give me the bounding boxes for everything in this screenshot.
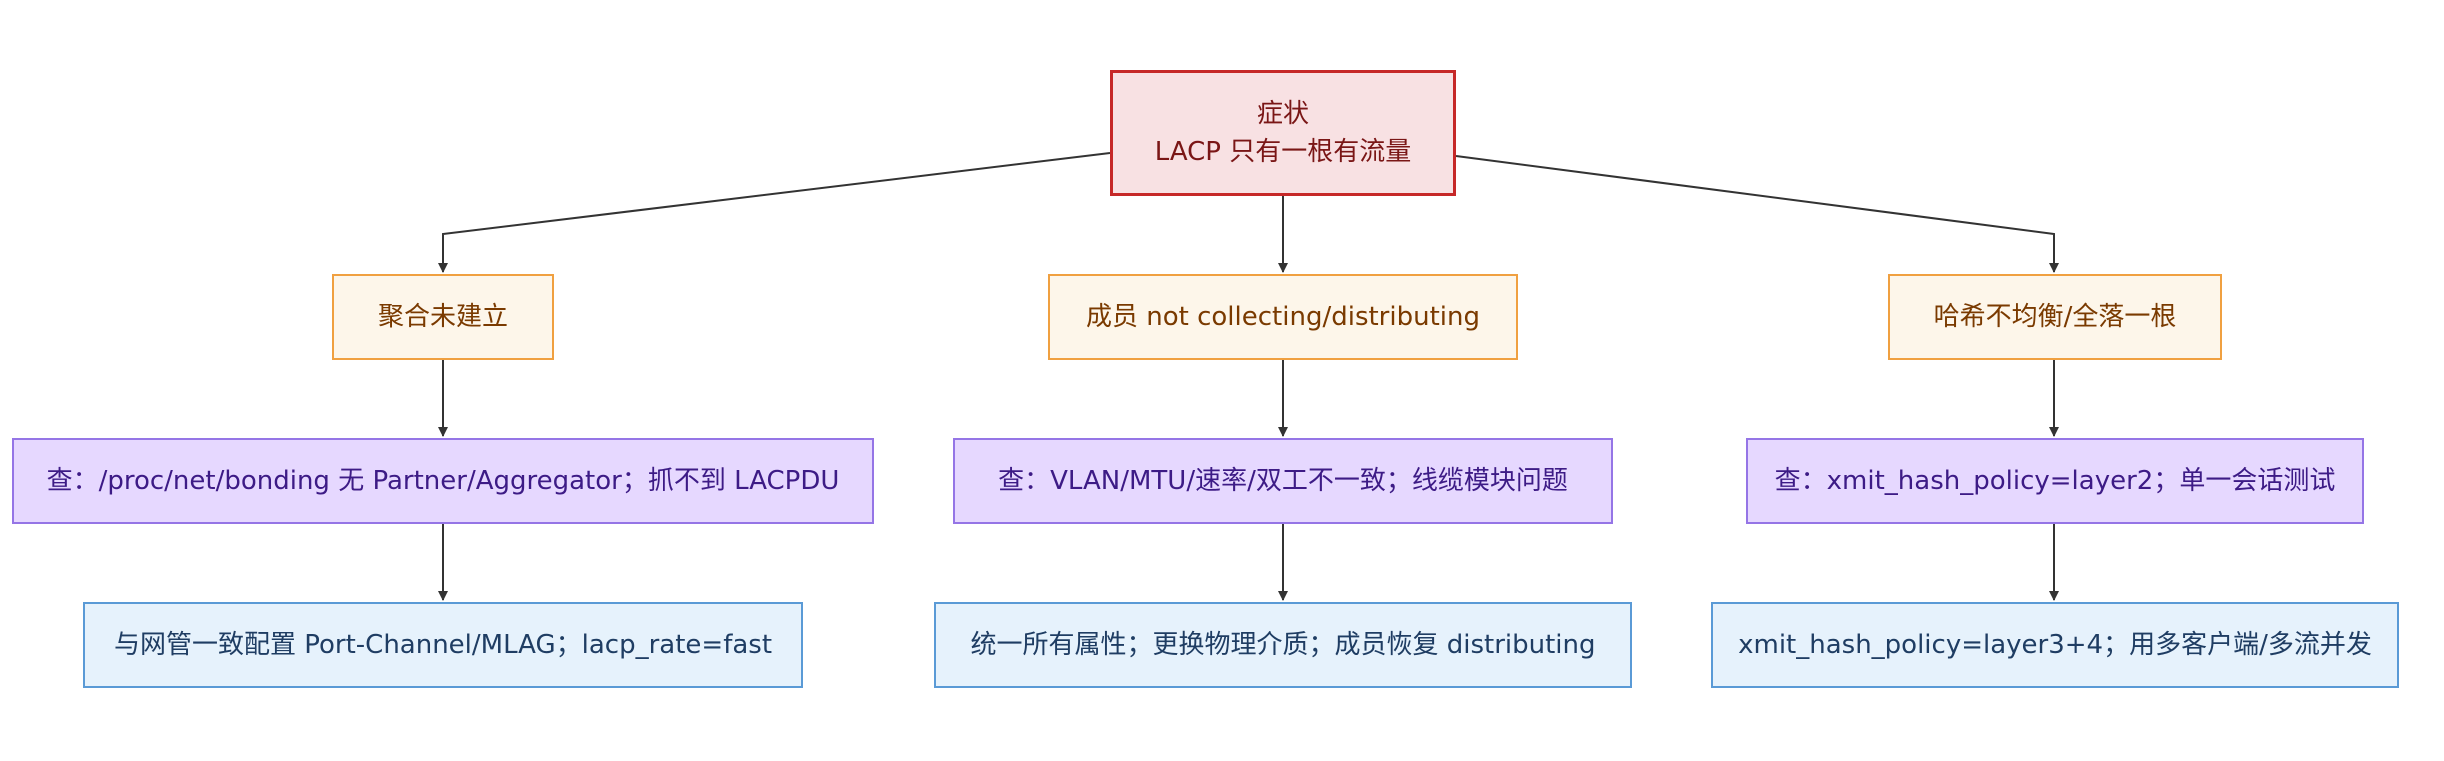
category-label: 成员 not collecting/distributing: [1086, 302, 1480, 332]
check-node-vlan-mtu-mismatch: 查：VLAN/MTU/速率/双工不一致；线缆模块问题: [953, 438, 1613, 524]
root-symptom-description: LACP 只有一根有流量: [1154, 137, 1412, 167]
fix-label: 统一所有属性；更换物理介质；成员恢复 distributing: [970, 630, 1596, 660]
category-label: 聚合未建立: [377, 302, 508, 332]
category-node-hash-imbalance: 哈希不均衡/全落一根: [1888, 274, 2222, 360]
check-label: 查：xmit_hash_policy=layer2；单一会话测试: [1774, 466, 2336, 496]
check-label: 查：VLAN/MTU/速率/双工不一致；线缆模块问题: [998, 466, 1568, 496]
fix-node-unify-attributes: 统一所有属性；更换物理介质；成员恢复 distributing: [934, 602, 1632, 688]
check-node-hash-policy: 查：xmit_hash_policy=layer2；单一会话测试: [1746, 438, 2364, 524]
category-node-member-not-collecting: 成员 not collecting/distributing: [1048, 274, 1518, 360]
category-node-aggregation-not-established: 聚合未建立: [332, 274, 554, 360]
fix-node-port-channel-config: 与网管一致配置 Port-Channel/MLAG；lacp_rate=fast: [83, 602, 803, 688]
fix-label: xmit_hash_policy=layer3+4；用多客户端/多流并发: [1738, 630, 2372, 660]
check-node-bonding-partner: 查：/proc/net/bonding 无 Partner/Aggregator…: [12, 438, 874, 524]
category-label: 哈希不均衡/全落一根: [1933, 302, 2177, 332]
root-symptom-node: 症状 LACP 只有一根有流量: [1110, 70, 1456, 196]
check-label: 查：/proc/net/bonding 无 Partner/Aggregator…: [46, 466, 840, 496]
fix-label: 与网管一致配置 Port-Channel/MLAG；lacp_rate=fast: [113, 630, 773, 660]
edge-root-to-category-3: [1455, 155, 2059, 273]
root-symptom-title: 症状: [1256, 99, 1309, 129]
edge-root-to-category-1: [438, 152, 1111, 273]
fix-node-layer34-hash: xmit_hash_policy=layer3+4；用多客户端/多流并发: [1711, 602, 2399, 688]
